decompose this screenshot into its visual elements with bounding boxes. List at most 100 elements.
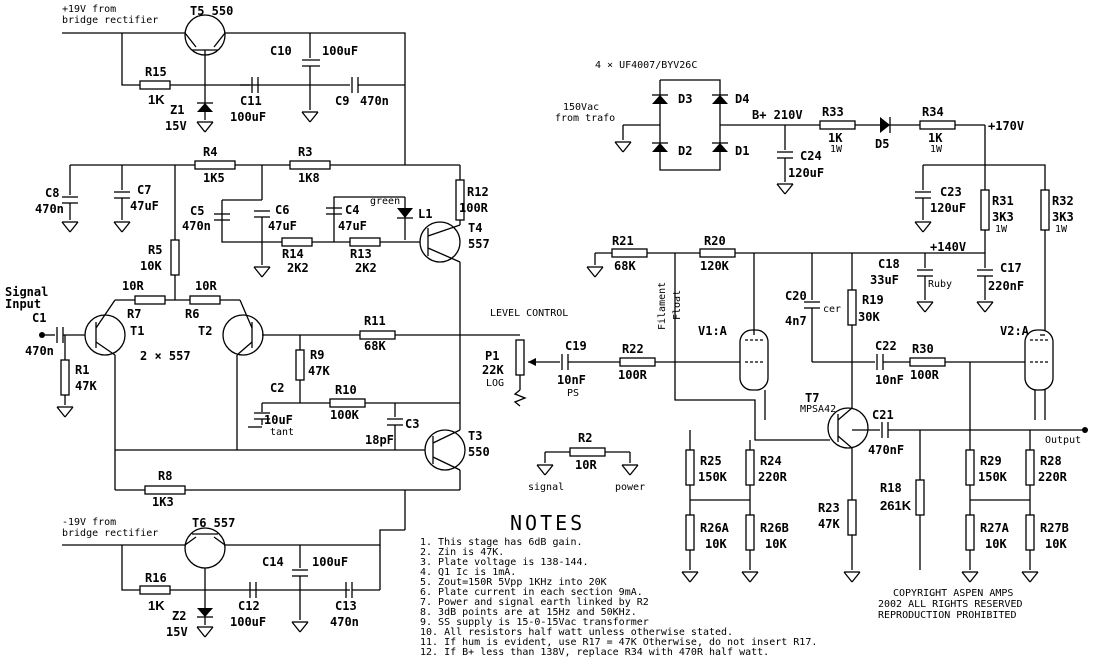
- level-control-label: LEVEL CONTROL: [490, 308, 568, 319]
- copyright-line-2: 2002 ALL RIGHTS RESERVED: [878, 599, 1023, 610]
- r6-name: R6: [185, 307, 199, 321]
- resistor-r32: [1040, 189, 1050, 231]
- r22-value: 100R: [618, 368, 648, 382]
- r1-value: 47K: [75, 379, 97, 393]
- c12-value: 100uF: [230, 615, 266, 629]
- r20-value: 120K: [700, 259, 730, 273]
- v2-label: V2:A: [1000, 324, 1030, 338]
- c10-name: C10: [270, 44, 292, 58]
- resistor-r16: [139, 585, 171, 595]
- earth-link: R2 10R signal power: [528, 431, 645, 493]
- c18-note: Ruby: [928, 279, 952, 290]
- r22-name: R22: [622, 342, 644, 356]
- r6-value: 10R: [195, 279, 217, 293]
- r27a-value: 10K: [985, 537, 1007, 551]
- r26a-value: 10K: [705, 537, 727, 551]
- r33-name: R33: [822, 105, 844, 119]
- resistor-r21: [611, 248, 648, 258]
- c5-name: C5: [190, 204, 204, 218]
- d4-label: D4: [735, 92, 749, 106]
- r4-name: R4: [203, 145, 217, 159]
- resistor-r11: [359, 330, 396, 340]
- r20-name: R20: [704, 234, 726, 248]
- supply-top-label-1: +19V from: [62, 4, 116, 15]
- r34-name: R34: [922, 105, 944, 119]
- note-10: 10. All resistors half watt unless other…: [420, 627, 733, 638]
- r7-value: 10R: [122, 279, 144, 293]
- t7-label: T7: [805, 391, 819, 405]
- c9-value: 470n: [360, 94, 389, 108]
- z1-name: Z1: [170, 103, 184, 117]
- r24-name: R24: [760, 454, 782, 468]
- c7-value: 47uF: [130, 199, 159, 213]
- note-9: 9. SS supply is 15-0-15Vac transformer: [420, 617, 649, 628]
- r1-name: R1: [75, 363, 89, 377]
- c18-name: C18: [878, 257, 900, 271]
- resistor-r15: [139, 80, 171, 90]
- r13-value: 2K2: [355, 261, 377, 275]
- r21-value: 68K: [614, 259, 636, 273]
- r32-name: R32: [1052, 194, 1074, 208]
- transistor-t4: [419, 221, 461, 263]
- r30-value: 100R: [910, 368, 940, 382]
- c21-value: 470nF: [868, 443, 904, 457]
- r14-value: 2K2: [287, 261, 309, 275]
- t4-label: T4: [468, 221, 482, 235]
- c2-value: 10uF: [264, 413, 293, 427]
- p1-note: LOG: [486, 378, 504, 389]
- r30-name: R30: [912, 342, 934, 356]
- r16-name: R16: [145, 571, 167, 585]
- r21-name: R21: [612, 234, 634, 248]
- supply-bottom-label-1: -19V from: [62, 517, 116, 528]
- resistor-r27b: [1025, 514, 1035, 551]
- t3-value: 550: [468, 445, 490, 459]
- c1-name: C1: [32, 311, 46, 325]
- r29-name: R29: [980, 454, 1002, 468]
- resistor-r1: [60, 359, 70, 396]
- input-stage: R4 1K5 R3 1K8 C8 470n C7 47uF R5 10K C5 …: [5, 145, 490, 530]
- r2-power-label: power: [615, 482, 645, 493]
- c20-value: 4n7: [785, 314, 807, 328]
- c8-value: 470n: [35, 202, 64, 216]
- r34-watt: 1W: [930, 144, 943, 155]
- r18-name: R18: [880, 481, 902, 495]
- resistor-r28: [1025, 449, 1035, 486]
- c14-name: C14: [262, 555, 284, 569]
- r2-value: 10R: [575, 458, 597, 472]
- p1-name: P1: [485, 349, 499, 363]
- note-7: 7. Power and signal earth linked by R2: [420, 597, 649, 608]
- d1-label: D1: [735, 144, 749, 158]
- r5-value: 10K: [140, 259, 162, 273]
- c1-value: 470n: [25, 344, 54, 358]
- r32-value: 3K3: [1052, 210, 1074, 224]
- note-3: 3. Plate voltage is 138-144.: [420, 557, 589, 568]
- pot-p1: [515, 339, 525, 376]
- c11-name: C11: [240, 94, 262, 108]
- negative-regulator-section: -19V from bridge rectifier T6 557 R16 1K…: [62, 516, 405, 639]
- t5-label: T5 550: [190, 4, 233, 18]
- p1-value: 22K: [482, 363, 504, 377]
- r23-name: R23: [818, 501, 840, 515]
- resistor-r20: [699, 248, 736, 258]
- filament-label-1: Filament: [657, 282, 668, 330]
- resistor-r30: [909, 357, 946, 367]
- d5-label: D5: [875, 137, 889, 151]
- r3-value: 1K8: [298, 171, 320, 185]
- copyright-block: COPYRIGHT ASPEN AMPS 2002 ALL RIGHTS RES…: [878, 588, 1023, 621]
- filament-label-2: Float: [672, 290, 683, 320]
- c3-name: C3: [405, 417, 419, 431]
- c18-value: 33uF: [870, 273, 899, 287]
- r16-value: 1K: [148, 598, 165, 613]
- r15-value: 1K: [148, 92, 165, 107]
- v170-label: +170V: [988, 119, 1024, 133]
- r9-value: 47K: [308, 364, 330, 378]
- diode-d2: [652, 143, 668, 152]
- r25-name: R25: [700, 454, 722, 468]
- note-2: 2. Zin is 47K.: [420, 547, 504, 558]
- c3-value: 18pF: [365, 433, 394, 447]
- r24-value: 220R: [758, 470, 788, 484]
- note-4: 4. Q1 Ic is 1mA.: [420, 567, 516, 578]
- r34-value: 1K: [928, 131, 943, 145]
- c8-name: C8: [45, 186, 59, 200]
- c23-value: 120uF: [930, 201, 966, 215]
